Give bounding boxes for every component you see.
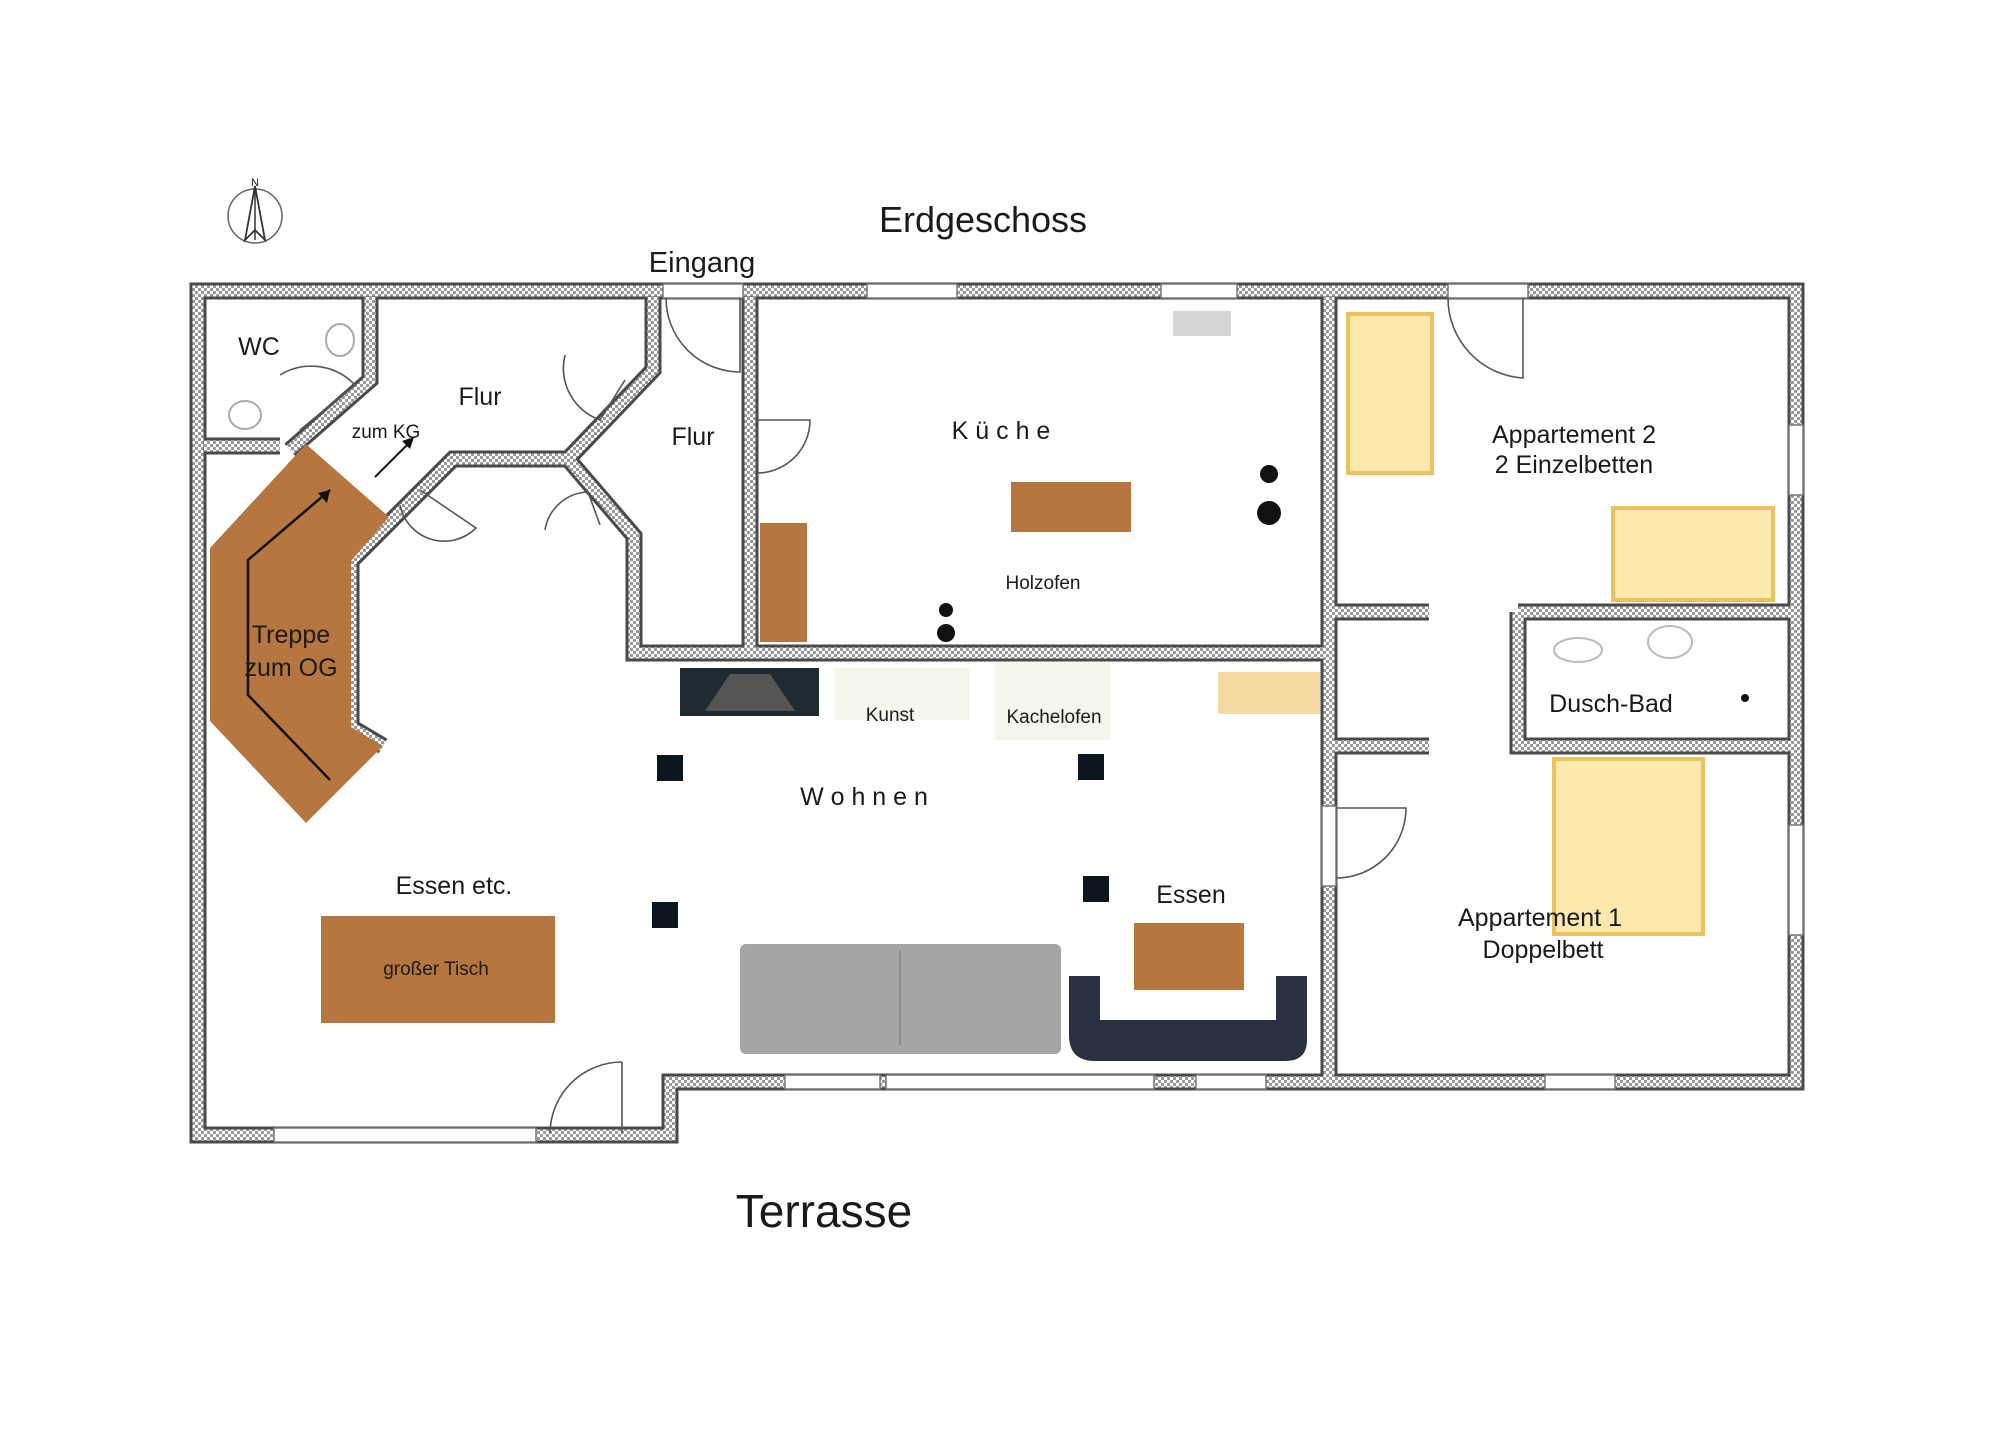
kitchen-island <box>1011 482 1131 532</box>
sanitary-fixtures <box>228 323 1749 702</box>
room-label-wohnen: W o h n e n <box>800 783 928 811</box>
label-zum-kg: zum KG <box>352 422 421 443</box>
label-treppe: Treppe <box>252 621 330 649</box>
room-label-essen-etc: Essen etc. <box>396 872 513 900</box>
stair-arrow-kg <box>374 439 413 478</box>
compass-icon: N <box>227 177 283 244</box>
double-bed <box>1554 759 1703 934</box>
terrace-label: Terrasse <box>736 1185 912 1237</box>
windows <box>273 283 1804 1143</box>
room-label-dusch-bad: Dusch-Bad <box>1549 690 1673 718</box>
label-2-einzelbetten: 2 Einzelbetten <box>1495 451 1653 479</box>
staircase <box>210 437 414 823</box>
sideboard <box>1218 672 1320 714</box>
doors <box>279 297 1524 1134</box>
label-doppelbett: Doppelbett <box>1483 936 1604 964</box>
label-kunst: Kunst <box>866 705 915 726</box>
label-grosser-tisch: großer Tisch <box>383 959 489 980</box>
room-label-flur-1: Flur <box>458 383 501 411</box>
sofa-dark <box>1069 976 1307 1061</box>
compass-north-label: N <box>251 177 259 189</box>
entrance-label: Eingang <box>649 247 755 279</box>
art-area <box>835 668 970 720</box>
kitchen-counter <box>760 523 807 642</box>
kitchen-appliance <box>1173 311 1231 336</box>
label-holzofen: Holzofen <box>1006 573 1081 594</box>
room-label-appartement-1: Appartement 1 <box>1458 904 1622 932</box>
dining-table <box>1134 923 1244 990</box>
tiled-stove <box>995 663 1110 740</box>
walls <box>189 282 1805 1144</box>
room-label-flur-2: Flur <box>671 423 714 451</box>
room-label-appartement-2: Appartement 2 <box>1492 421 1656 449</box>
plan-title: Erdgeschoss <box>879 199 1087 240</box>
large-table <box>321 916 555 1023</box>
room-label-kueche: K ü c h e <box>952 417 1051 445</box>
room-label-essen: Essen <box>1156 881 1225 909</box>
room-label-wc: WC <box>238 333 280 361</box>
furniture <box>321 311 1773 1061</box>
single-bed-2 <box>1613 508 1773 600</box>
label-kachelofen: Kachelofen <box>1006 707 1101 728</box>
single-bed-1 <box>1348 314 1432 473</box>
label-zum-og: zum OG <box>244 654 337 682</box>
